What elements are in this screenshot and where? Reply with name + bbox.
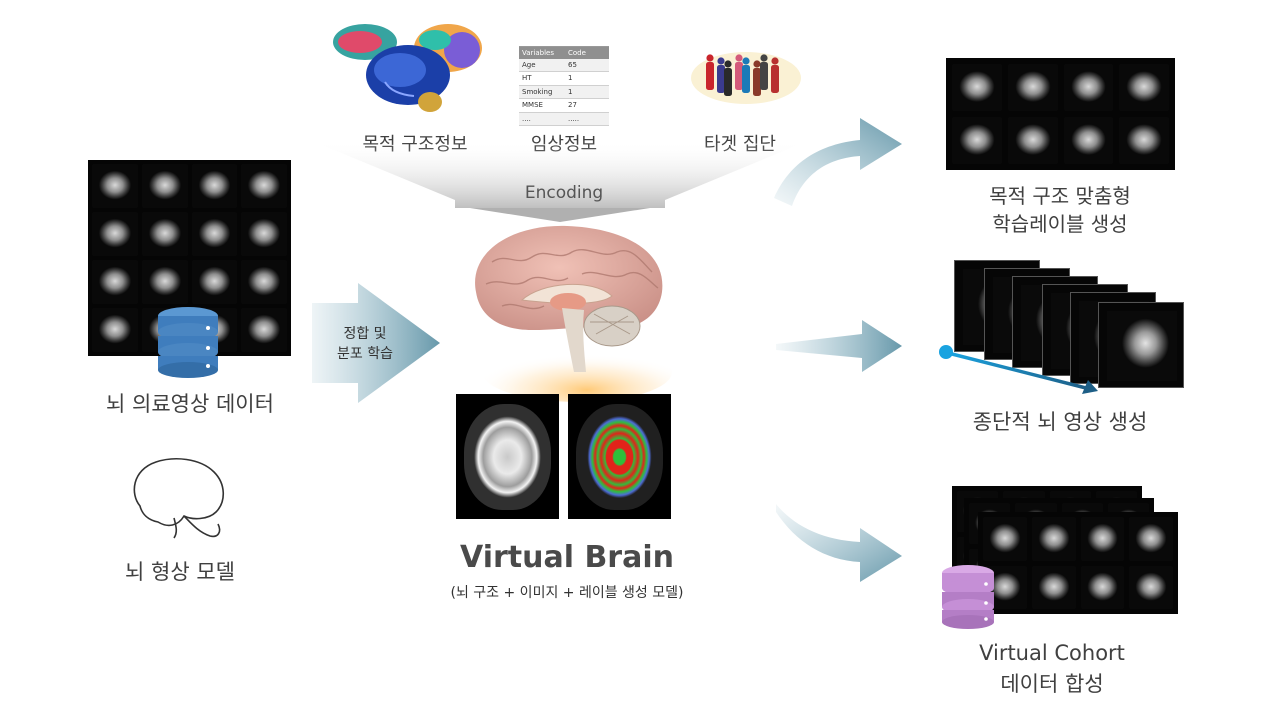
mri-thumbnail: [1119, 117, 1169, 164]
mri-thumbnail: [1064, 64, 1114, 111]
output-arrow-middle: [776, 318, 906, 378]
clinical-code-cell: 65: [568, 59, 577, 71]
cohort-database-icon: [940, 564, 996, 630]
database-icon: [156, 306, 220, 378]
mri-thumbnail: [142, 212, 188, 256]
mri-thumbnail: [1119, 64, 1169, 111]
mri-thumbnail: [1129, 517, 1173, 561]
registration-text-line2: 분포 학습: [330, 344, 400, 364]
registration-arrow-text: 정합 및 분포 학습: [330, 324, 400, 364]
structure-atlas-brain-image: [330, 20, 485, 120]
virtual-brain-3d-image: [462, 222, 672, 397]
virtual-cohort-text: Virtual Cohort 데이터 합성: [930, 638, 1174, 700]
person-figure: [717, 57, 725, 93]
mri-thumbnail: [192, 260, 238, 304]
label-generation-line1: 목적 구조 맞춤형: [940, 182, 1180, 210]
person-figure: [724, 60, 732, 96]
clinical-variable-cell: ....: [519, 113, 568, 125]
mri-thumbnail: [241, 260, 287, 304]
clinical-variable-cell: MMSE: [519, 99, 568, 111]
mri-thumbnail: [1129, 566, 1173, 610]
mri-thumbnail: [952, 117, 1002, 164]
mri-thumbnail: [1032, 566, 1076, 610]
clinical-variable-cell: Smoking: [519, 86, 568, 98]
table-header-code: Code: [568, 47, 586, 59]
clinical-table-header: Variables Code: [519, 47, 609, 59]
clinical-code-cell: 1: [568, 86, 572, 98]
brain-imaging-data-label: 뇌 의료영상 데이터: [70, 388, 310, 418]
virtual-cohort-line1: Virtual Cohort: [930, 638, 1174, 669]
longitudinal-frame: [1098, 302, 1184, 388]
virtual-cohort-line2: 데이터 합성: [930, 669, 1174, 700]
registration-text-line1: 정합 및: [330, 324, 400, 344]
mri-thumbnail: [92, 212, 138, 256]
mri-thumbnail: [142, 260, 188, 304]
clinical-variable-cell: HT: [519, 72, 568, 84]
clinical-code-cell: .....: [568, 113, 579, 125]
clinical-variable-cell: Age: [519, 59, 568, 71]
person-figure: [753, 60, 761, 96]
mri-thumbnail: [192, 212, 238, 256]
person-figure: [760, 54, 768, 90]
mri-thumbnail: [1081, 566, 1125, 610]
person-figure: [771, 57, 779, 93]
mri-thumbnail: [1064, 117, 1114, 164]
mri-thumbnail: [92, 260, 138, 304]
clinical-table-row: .........: [519, 113, 609, 126]
person-figure: [742, 57, 750, 93]
timeline-arrow: [938, 340, 1108, 400]
brain-outline-icon: [128, 456, 228, 540]
table-header-variables: Variables: [519, 47, 568, 59]
label-generation-line2: 학습레이블 생성: [940, 210, 1180, 238]
encoding-label: Encoding: [500, 183, 628, 203]
mri-thumbnail: [983, 517, 1027, 561]
mri-thumbnail: [241, 164, 287, 208]
virtual-brain-subtitle: (뇌 구조 + 이미지 + 레이블 생성 모델): [400, 582, 734, 602]
mri-thumbnail: [1081, 517, 1125, 561]
label-generation-text: 목적 구조 맞춤형 학습레이블 생성: [940, 182, 1180, 238]
person-figure: [706, 54, 714, 90]
axial-mri-image: [456, 394, 559, 519]
person-figure: [735, 54, 743, 90]
mri-thumbnail: [192, 164, 238, 208]
segmentation-image: [568, 394, 671, 519]
mri-thumbnail: [142, 164, 188, 208]
mri-thumbnail: [1008, 117, 1058, 164]
clinical-code-cell: 1: [568, 72, 572, 84]
clinical-code-cell: 27: [568, 99, 577, 111]
mri-thumbnail: [952, 64, 1002, 111]
mri-thumbnail: [1032, 517, 1076, 561]
label-generation-image: [946, 58, 1175, 170]
virtual-brain-title: Virtual Brain: [430, 540, 704, 575]
output-arrow-bottom: [770, 498, 910, 588]
mri-thumbnail: [92, 164, 138, 208]
mri-thumbnail: [92, 308, 138, 352]
target-group-people-image: [696, 48, 796, 108]
mri-thumbnail: [241, 308, 287, 352]
mri-thumbnail: [241, 212, 287, 256]
longitudinal-label: 종단적 뇌 영상 생성: [940, 406, 1180, 436]
brain-shape-model-label: 뇌 형상 모델: [90, 556, 270, 586]
mri-thumbnail: [1008, 64, 1058, 111]
cohort-mri-sheet: [978, 512, 1178, 614]
output-arrow-top: [770, 110, 910, 210]
